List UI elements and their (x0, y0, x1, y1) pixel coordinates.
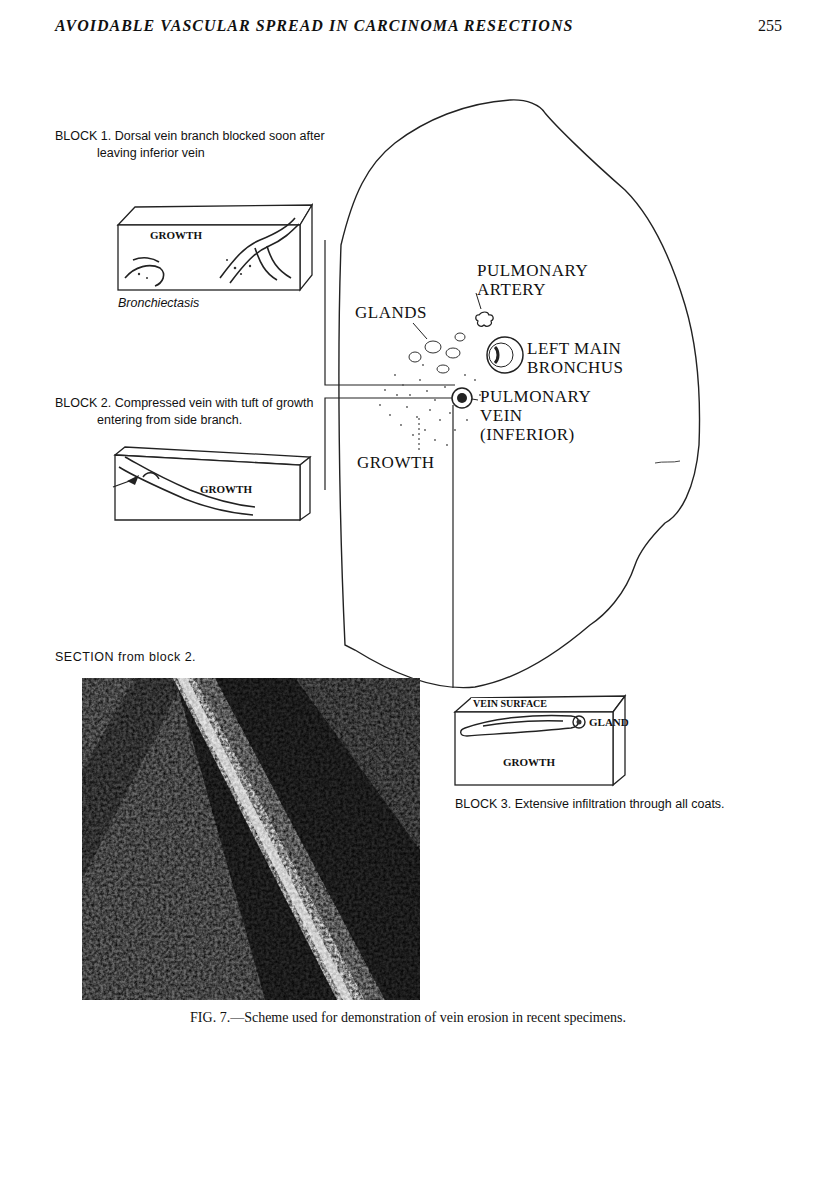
structure-label: LEFT MAIN BRONCHUS (527, 339, 652, 377)
growth-label: GROWTH (503, 756, 555, 768)
block-sketch: BLOCK 1. Dorsal vein branch blocked soon… (55, 128, 329, 315)
structure-label: PULMONARY VEIN (INFERIOR) (480, 387, 610, 444)
growth-label: GROWTH (200, 483, 252, 495)
growth-label: GROWTH (150, 229, 202, 241)
block-sketch: BLOCK 2. Compressed vein with tuft of gr… (55, 395, 329, 532)
micrograph: SECTION from block 2. (55, 650, 427, 1007)
lung-outline: PULMONARY ARTERY GLANDS LEFT MAIN BRONCHUS… (335, 95, 712, 697)
block-caption: BLOCK 1. Dorsal vein branch blocked soon… (55, 128, 327, 162)
block-sketch: VEIN SURFACE GLAND GROWTH BLOCK 3. Extensiv… (453, 690, 739, 837)
structure-label: GLANDS (355, 303, 427, 322)
page-number: 255 (758, 17, 782, 35)
section-heading: SECTION from block 2. (55, 650, 196, 664)
micrograph-art (55, 650, 425, 1005)
block-caption: BLOCK 3. Extensive infiltration through … (455, 796, 737, 813)
block-sketch-art (453, 690, 703, 835)
running-head: AVOIDABLE VASCULAR SPREAD IN CARCINOMA R… (55, 17, 573, 35)
structure-label: PULMONARY ARTERY (477, 261, 592, 299)
block-label: GLAND (589, 716, 629, 728)
finding-label: Bronchiectasis (118, 296, 199, 310)
leader-line (452, 405, 453, 688)
figure-caption: FIG. 7.—Scheme used for demonstration of… (0, 1010, 816, 1026)
block-caption: BLOCK 2. Compressed vein with tuft of gr… (55, 395, 327, 429)
leader-line (325, 398, 453, 490)
block-label: VEIN SURFACE (471, 698, 549, 709)
structure-label: GROWTH (357, 453, 435, 472)
leader-line (325, 240, 455, 385)
